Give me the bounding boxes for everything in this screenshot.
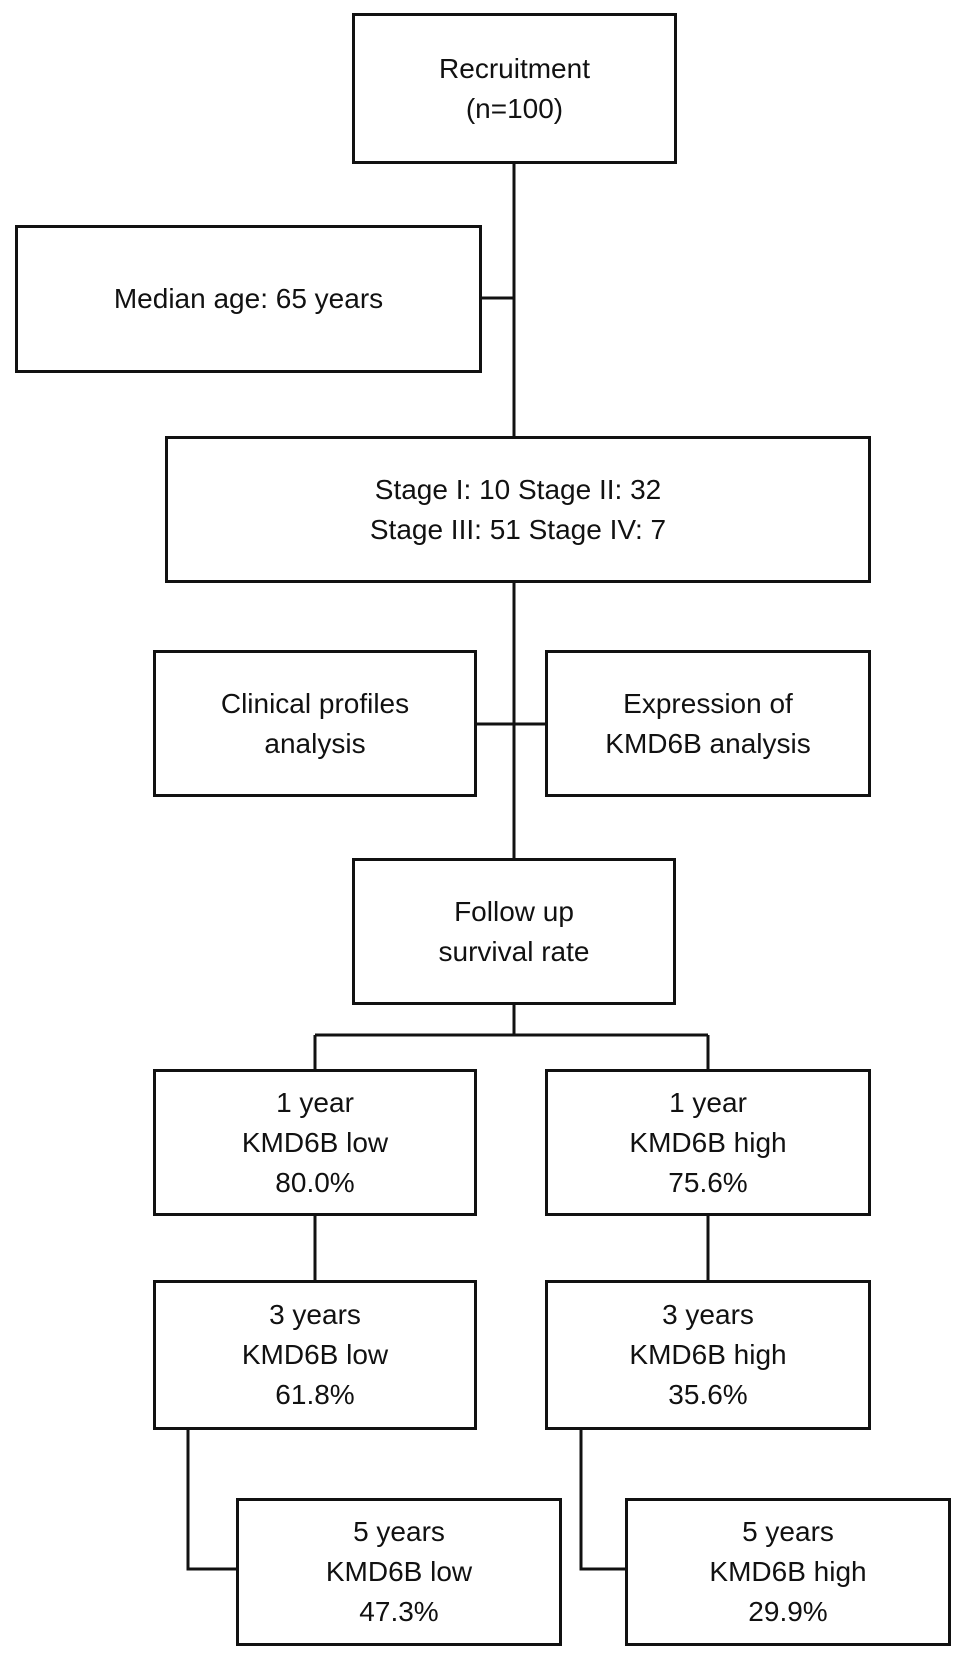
low-3y-period: 3 years [269,1299,361,1330]
stages-line-2: Stage III: 51 Stage IV: 7 [369,513,667,545]
high-1y-period: 1 year [669,1086,747,1118]
high-5y-box: 5 years KMD6B high 29.9% [625,1498,951,1646]
median-age-text: Median age: 65 years [113,283,384,314]
median-age-box: Median age: 65 years [15,225,482,373]
low-1y-period: 1 year [276,1086,354,1118]
high-5y-period: 5 years [742,1516,834,1547]
follow-up-line-2: survival rate [438,935,590,967]
high-1y-group: KMD6B high [629,1126,787,1158]
expression-line-1: Expression of [623,687,793,719]
low-3y-group: KMD6B low [241,1339,389,1370]
clinical-profiles-box: Clinical profiles analysis [153,650,477,797]
clinical-line-2: analysis [264,727,366,759]
high-1y-box: 1 year KMD6B high 75.6% [545,1069,871,1216]
stages-line-1: Stage I: 10 Stage II: 32 [374,473,662,505]
recruitment-line-2: (n=100) [465,92,564,124]
stages-box: Stage I: 10 Stage II: 32 Stage III: 51 S… [165,436,871,583]
low-1y-group: KMD6B low [241,1126,389,1158]
low-3y-to-5y [186,1430,236,1571]
recruitment-line-1: Recruitment [439,52,590,84]
low-5y-box: 5 years KMD6B low 47.3% [236,1498,562,1646]
low-3y-box: 3 years KMD6B low 61.8% [153,1280,477,1430]
high-3y-period: 3 years [662,1299,754,1330]
low-5y-group: KMD6B low [325,1556,473,1587]
follow-up-box: Follow up survival rate [352,858,676,1005]
high-1y-rate: 75.6% [668,1166,748,1198]
expression-box: Expression of KMD6B analysis [545,650,871,797]
high-5y-rate: 29.9% [748,1596,828,1627]
high-5y-group: KMD6B high [709,1556,867,1587]
low-5y-rate: 47.3% [359,1596,439,1627]
expression-line-2: KMD6B analysis [605,727,811,759]
high-3y-to-5y [579,1430,625,1571]
low-1y-rate: 80.0% [275,1166,355,1198]
low-3y-rate: 61.8% [275,1379,355,1410]
low-5y-period: 5 years [353,1516,445,1547]
clinical-line-1: Clinical profiles [220,687,410,719]
recruitment-box: Recruitment (n=100) [352,13,677,164]
high-3y-box: 3 years KMD6B high 35.6% [545,1280,871,1430]
high-3y-group: KMD6B high [629,1339,787,1370]
high-3y-rate: 35.6% [668,1379,748,1410]
follow-up-line-1: Follow up [454,895,574,927]
low-1y-box: 1 year KMD6B low 80.0% [153,1069,477,1216]
